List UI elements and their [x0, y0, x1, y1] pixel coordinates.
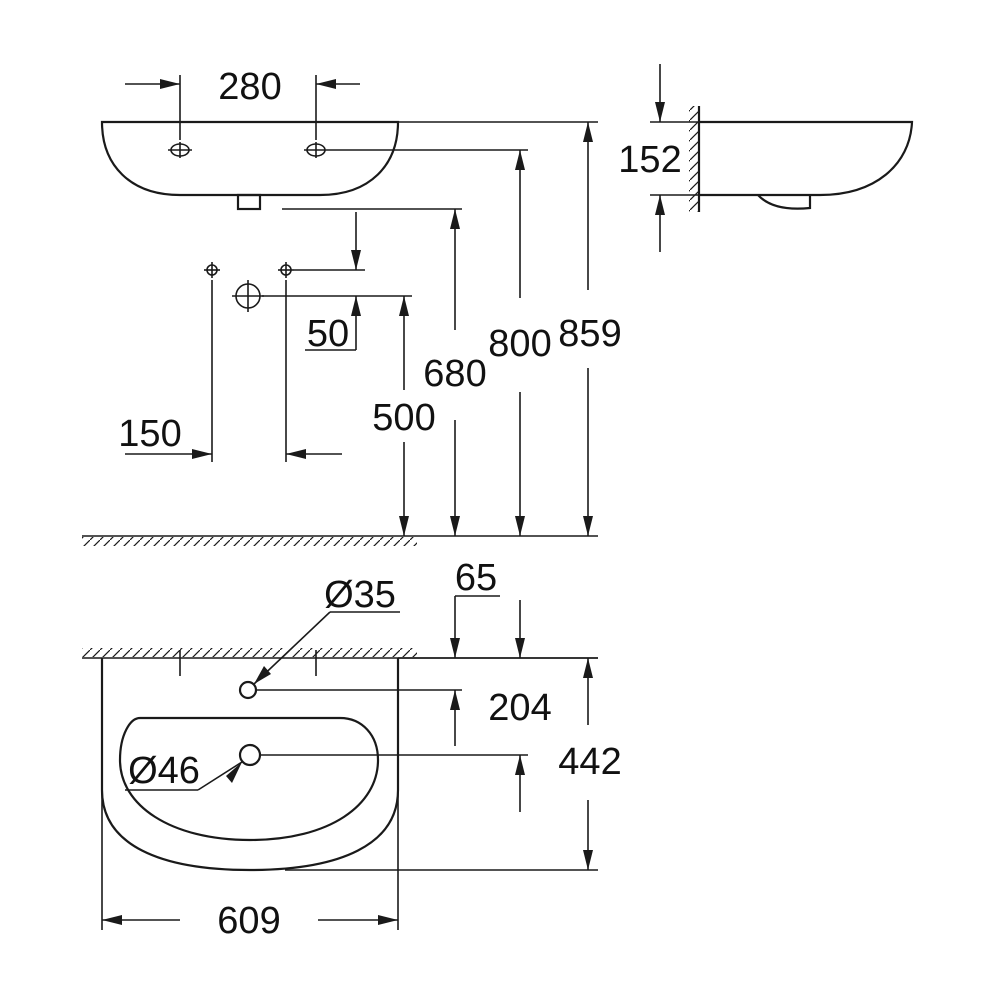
- tap-hole-left: [168, 142, 192, 158]
- dim-50: 50: [305, 212, 361, 355]
- dim-204-label: 204: [488, 687, 551, 729]
- dim-609-label: 609: [217, 900, 280, 942]
- dim-152: 152: [618, 64, 700, 252]
- dim-152-label: 152: [618, 139, 681, 181]
- dim-800: 800: [488, 150, 552, 536]
- tap-hole-right: [304, 142, 328, 158]
- front-elevation: 280 50: [82, 66, 622, 546]
- dim-442: 442: [558, 658, 622, 870]
- supply-connection-left: [204, 262, 220, 278]
- dim-50-label: 50: [307, 313, 349, 355]
- dim-150: 150: [118, 280, 342, 462]
- dim-65: 65: [450, 557, 500, 746]
- dim-442-label: 442: [558, 741, 621, 783]
- dim-500: 500: [372, 296, 436, 536]
- plan-tap-hole: [238, 680, 258, 700]
- supply-connection-right: [278, 262, 294, 278]
- plan-view: Ø35 Ø46 65 204: [82, 557, 622, 942]
- dim-680-label: 680: [423, 353, 486, 395]
- side-elevation: 152: [618, 64, 914, 252]
- basin-bowl-outline: [118, 716, 380, 842]
- basin-side-outline: [700, 120, 914, 197]
- dim-65-label: 65: [455, 557, 497, 599]
- dim-d35-label: Ø35: [324, 574, 396, 616]
- basin-plan-outline: [100, 658, 400, 872]
- dim-280: 280: [125, 66, 360, 140]
- dim-d46: Ø46: [125, 750, 243, 792]
- waste-outlet: [236, 193, 262, 211]
- dim-204: 204: [488, 600, 552, 812]
- plan-waste-hole: [238, 743, 262, 767]
- dim-d35: Ø35: [253, 574, 400, 685]
- floor-line: [82, 535, 598, 546]
- dim-859-label: 859: [558, 313, 621, 355]
- dim-859: 859: [558, 122, 622, 536]
- side-waste-outlet: [757, 194, 812, 210]
- dim-d46-label: Ø46: [128, 750, 200, 792]
- dim-280-label: 280: [218, 66, 281, 108]
- dim-150-label: 150: [118, 413, 181, 455]
- dim-500-label: 500: [372, 397, 435, 439]
- dim-609: 609: [101, 790, 399, 942]
- dim-800-label: 800: [488, 323, 551, 365]
- dim-680: 680: [423, 209, 487, 536]
- waste-connection: [232, 280, 264, 312]
- basin-front-outline: [100, 120, 400, 197]
